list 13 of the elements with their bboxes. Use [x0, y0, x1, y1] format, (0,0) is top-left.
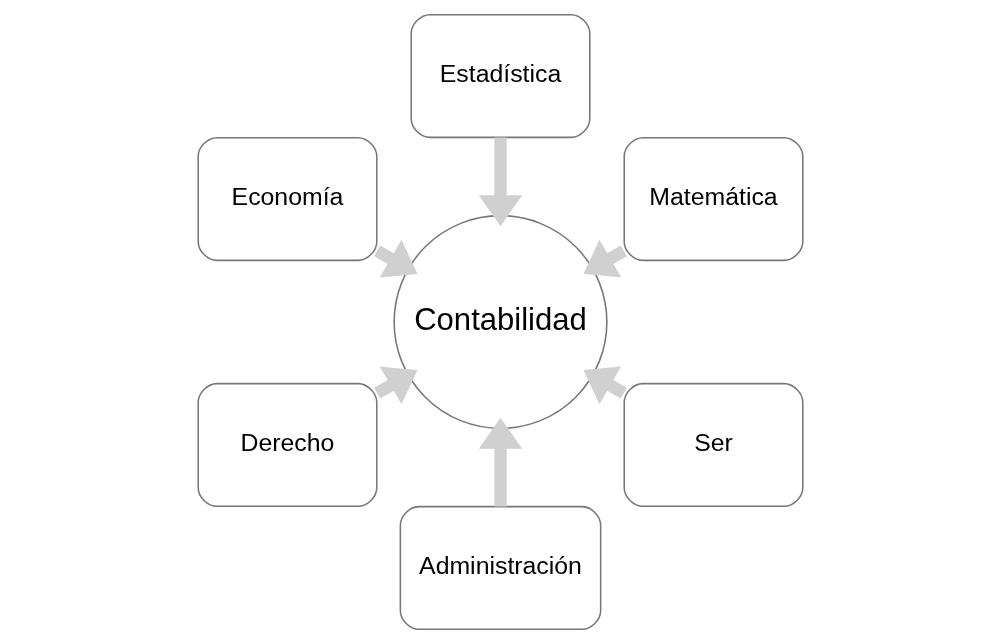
arrow [374, 366, 418, 405]
node-box: Matemática [623, 136, 804, 262]
node-box: Ser [623, 382, 804, 508]
arrow [583, 366, 627, 405]
node-box: Derecho [197, 382, 378, 508]
node-box: Administración [399, 505, 602, 631]
node-circle: Contabilidad [393, 214, 608, 430]
arrow [478, 417, 523, 507]
node-box: Economía [197, 136, 378, 262]
arrow [583, 239, 627, 278]
arrow [478, 137, 523, 227]
node-box: Estadística [410, 13, 591, 139]
arrow [374, 239, 418, 278]
